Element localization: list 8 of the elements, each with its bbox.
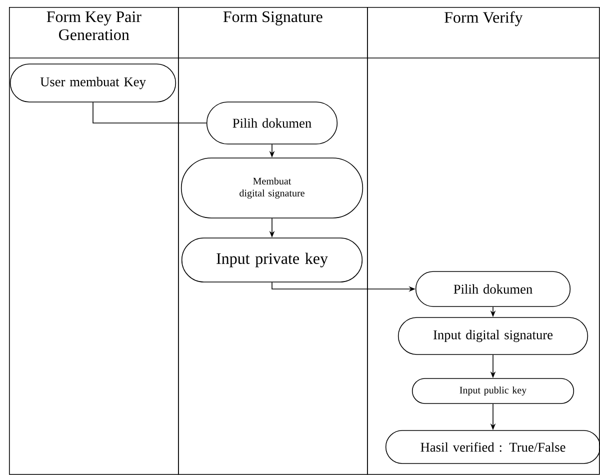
process-box: Input digital signature <box>398 317 588 355</box>
process-box: Input public key <box>412 378 574 404</box>
process-box: Input private key <box>181 238 363 282</box>
process-box: Pilih dokumen <box>206 102 338 144</box>
process-box: Membuat digital signature <box>180 158 364 218</box>
process-box: Hasil verified : True/False <box>385 430 600 464</box>
process-box: Pilih dokumen <box>415 271 571 307</box>
process-box: User membuat Key <box>10 64 176 102</box>
